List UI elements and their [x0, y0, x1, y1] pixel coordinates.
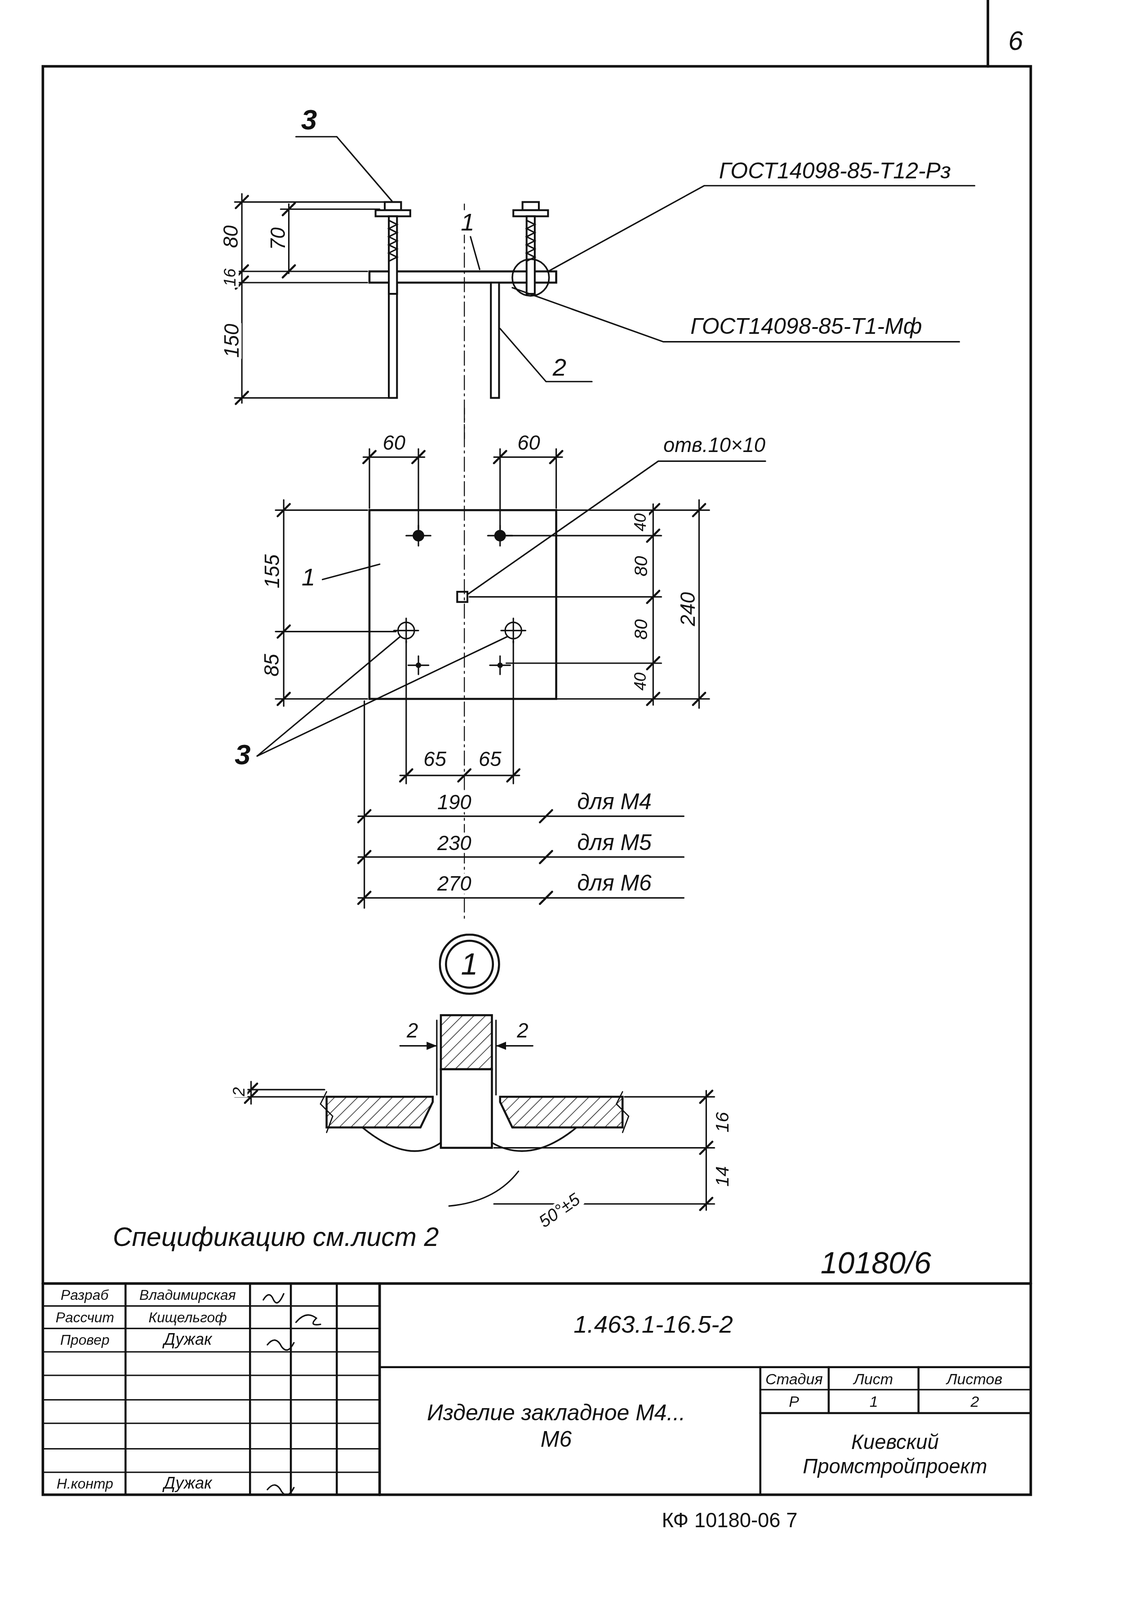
label-text: КФ 10180-06 7 — [660, 1510, 799, 1531]
table-cell: Листов — [945, 1371, 1004, 1387]
dimension-text: 16 — [222, 267, 239, 288]
dimension-text: 50°±5 — [534, 1189, 584, 1231]
label-text: 2 — [969, 1393, 980, 1409]
label-text: для М5 — [576, 831, 653, 855]
label-text: ГОСТ14098-85-Т1-Мф — [689, 315, 924, 338]
label-text: 3 — [300, 106, 319, 135]
label-text: 1.463.1-16.5-2 — [572, 1312, 734, 1337]
dimension-text: 155 — [261, 553, 282, 590]
dimension-text: 16 — [713, 1111, 732, 1134]
label-text: 190 — [436, 791, 473, 813]
label-text: отв.10×10 — [662, 434, 767, 455]
label-text: 60 — [516, 432, 542, 454]
dimension-text: 40 — [632, 512, 649, 533]
table-cell: Провер — [59, 1333, 111, 1348]
label-text: 270 — [436, 873, 473, 894]
dimension-text: 40 — [632, 671, 649, 692]
table-cell: Разраб — [59, 1288, 110, 1303]
dimension-text: 240 — [676, 590, 698, 627]
callout-number: 1 — [461, 949, 479, 980]
dimension-text: 150 — [220, 322, 241, 359]
dimension-text: 85 — [261, 653, 282, 678]
label-text: 2 — [405, 1020, 420, 1041]
label-text: 2 — [515, 1020, 530, 1041]
table-cell: Рассчит — [54, 1310, 116, 1325]
label-text: 10180/6 — [819, 1248, 933, 1279]
label-text: 65 — [477, 749, 503, 770]
table-cell: Лист — [852, 1371, 894, 1387]
label-text: для М6 — [576, 872, 653, 896]
table-cell: Н.контр — [55, 1476, 115, 1492]
table-cell: Дужак — [162, 1475, 213, 1493]
dimension-text: 80 — [631, 555, 651, 578]
label-text: 1 — [868, 1393, 879, 1409]
dimension-text: 80 — [631, 618, 651, 641]
label-text: 2 — [551, 355, 568, 380]
label-text: для М4 — [576, 790, 653, 814]
dimension-text: 14 — [713, 1165, 732, 1188]
label-text: 1 — [459, 210, 476, 235]
label-text: ГОСТ14098-85-Т12-Рз — [717, 160, 952, 183]
label-text: Р — [787, 1393, 800, 1409]
table-cell: Кищельгоф — [147, 1310, 228, 1325]
label-text: 3 — [233, 741, 252, 770]
table-cell: Дужак — [162, 1331, 213, 1348]
label-text: 230 — [436, 832, 473, 854]
label-text: 60 — [381, 432, 407, 454]
label-text: Спецификацию см.лист 2 — [111, 1223, 440, 1251]
label-text: Киевский Промстройпроект — [766, 1429, 1024, 1479]
detail-callout-circle: 1 — [438, 933, 500, 996]
label-text: Изделие закладное М4... М6 — [417, 1399, 696, 1454]
label-text: 1 — [300, 565, 317, 590]
dimension-text: 70 — [267, 226, 288, 252]
table-cell: Владимирская — [138, 1288, 237, 1303]
label-text: 6 — [1007, 27, 1024, 54]
dimension-text: 80 — [220, 224, 241, 249]
dimension-text: 2 — [230, 1086, 247, 1098]
label-text: 65 — [422, 749, 448, 770]
table-cell: Стадия — [764, 1371, 824, 1387]
